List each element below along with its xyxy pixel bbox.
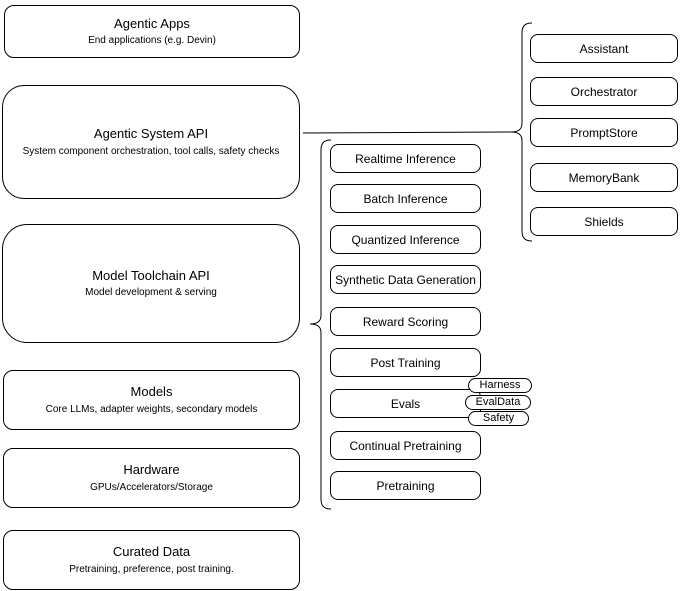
node-subtitle: Core LLMs, adapter weights, secondary mo… bbox=[45, 403, 258, 415]
node-agentic-system-api: Agentic System API System component orch… bbox=[2, 85, 300, 199]
node-curated-data: Curated Data Pretraining, preference, po… bbox=[3, 530, 300, 590]
node-subtitle: Model development & serving bbox=[85, 287, 217, 299]
node-hardware: Hardware GPUs/Accelerators/Storage bbox=[3, 448, 300, 508]
tag-evaldata: EvalData bbox=[465, 395, 531, 410]
node-title: Hardware bbox=[123, 462, 180, 478]
node-realtime-inference: Realtime Inference bbox=[330, 144, 481, 173]
node-subtitle: End applications (e.g. Devin) bbox=[88, 35, 216, 47]
node-title: Model Toolchain API bbox=[92, 267, 210, 283]
node-models: Models Core LLMs, adapter weights, secon… bbox=[3, 370, 300, 430]
node-reward-scoring: Reward Scoring bbox=[330, 307, 481, 336]
node-subtitle: GPUs/Accelerators/Storage bbox=[90, 481, 213, 493]
node-synthetic-data-generation: Synthetic Data Generation bbox=[330, 265, 481, 294]
middle-group-brace bbox=[309, 139, 332, 510]
node-title: Curated Data bbox=[112, 544, 191, 560]
node-post-training: Post Training bbox=[330, 348, 481, 377]
api-to-right-group-connector bbox=[302, 131, 512, 134]
tag-safety: Safety bbox=[468, 411, 529, 426]
node-batch-inference: Batch Inference bbox=[330, 184, 481, 213]
tag-harness: Harness bbox=[468, 378, 532, 393]
node-subtitle: Pretraining, preference, post training. bbox=[69, 563, 234, 575]
node-subtitle: System component orchestration, tool cal… bbox=[22, 145, 280, 157]
node-evals: Evals bbox=[330, 389, 481, 418]
node-assistant: Assistant bbox=[530, 34, 678, 63]
node-continual-pretraining: Continual Pretraining bbox=[330, 431, 481, 460]
node-title: Agentic System API bbox=[93, 126, 209, 142]
node-memorybank: MemoryBank bbox=[530, 163, 678, 192]
node-pretraining: Pretraining bbox=[330, 471, 481, 500]
node-quantized-inference: Quantized Inference bbox=[330, 225, 481, 254]
node-orchestrator: Orchestrator bbox=[530, 77, 678, 106]
node-title: Models bbox=[130, 384, 173, 400]
node-title: Agentic Apps bbox=[114, 15, 190, 31]
node-shields: Shields bbox=[530, 207, 678, 236]
node-promptstore: PromptStore bbox=[530, 118, 678, 147]
node-model-toolchain-api: Model Toolchain API Model development & … bbox=[2, 224, 300, 343]
node-agentic-apps: Agentic Apps End applications (e.g. Devi… bbox=[4, 5, 300, 58]
right-group-brace bbox=[510, 22, 533, 242]
